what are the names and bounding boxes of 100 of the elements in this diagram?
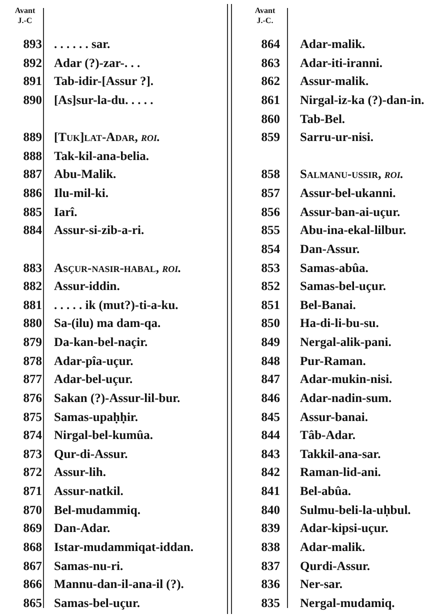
year-number: 846 <box>260 390 280 406</box>
year-number: 859 <box>260 129 280 146</box>
eponym-name: Assur-si-zib-a-ri. <box>54 222 144 238</box>
year-number: 837 <box>260 558 280 574</box>
year-number: 874 <box>22 427 42 444</box>
eponym-name: Samas-abûa. <box>300 260 368 276</box>
year-number: 855 <box>260 222 280 238</box>
year-number: 868 <box>22 539 42 555</box>
eponym-name: Tak-kil-ana-belia. <box>54 148 150 164</box>
year-number: 870 <box>22 502 42 518</box>
column-header: Avant J.-C <box>14 6 36 26</box>
year-number: 877 <box>22 371 42 388</box>
eponym-name: Samas-bel-uçur. <box>300 278 386 294</box>
year-number: 852 <box>260 278 280 294</box>
year-number: 863 <box>260 54 280 71</box>
year-number: 886 <box>22 185 42 202</box>
eponym-name: Bel-mudammiq. <box>54 502 140 518</box>
eponym-name: Nergal-mudamiq. <box>300 594 395 611</box>
year-number: 866 <box>22 576 42 592</box>
year-number: 856 <box>260 204 280 220</box>
year-number: 890 <box>22 92 42 108</box>
year-number: 838 <box>260 539 280 555</box>
year-number: 891 <box>22 73 42 90</box>
year-number: 893 <box>22 36 42 52</box>
year-number: 869 <box>22 520 42 536</box>
eponym-name: Ner-sar. <box>300 576 342 592</box>
eponym-name: Tab-Bel. <box>300 110 346 127</box>
eponym-name: . . . . . . sar. <box>54 36 110 52</box>
eponym-name: Adar-iti-iranni. <box>300 54 383 71</box>
year-number: 835 <box>260 594 280 611</box>
year-number: 843 <box>260 446 280 462</box>
king-name: Salmanu-ussir, roi. <box>300 166 404 182</box>
year-number: 882 <box>22 278 42 294</box>
eponym-name: Raman-lid-ani. <box>300 464 381 480</box>
eponym-name: Bel-abûa. <box>300 483 352 500</box>
eponym-name: Abu-Malik. <box>54 166 116 182</box>
eponym-name: Adar-bel-uçur. <box>54 371 133 388</box>
year-number: 885 <box>22 204 42 220</box>
year-number: 842 <box>260 464 280 480</box>
eponym-name: Sulmu-beli-la-uḥbul. <box>300 502 411 518</box>
year-number: 839 <box>260 520 280 536</box>
eponym-name: Tab-idir-[Assur ?]. <box>54 73 154 90</box>
year-number: 889 <box>22 129 42 146</box>
eponym-name: Takkil-ana-sar. <box>300 446 381 462</box>
eponym-name: Samas-nu-ri. <box>54 558 124 574</box>
year-number: 883 <box>22 260 42 276</box>
year-number: 854 <box>260 240 280 257</box>
year-number: 876 <box>22 390 42 406</box>
eponym-name: Sa-(ilu) ma dam-qa. <box>54 315 161 332</box>
year-number: 858 <box>260 166 280 182</box>
eponym-name: Assur-banai. <box>300 408 368 425</box>
year-number: 888 <box>22 148 42 164</box>
year-number: 875 <box>22 408 42 425</box>
eponym-name: Qurdi-Assur. <box>300 558 370 574</box>
year-number: 849 <box>260 334 280 350</box>
king-name: [Tuk]lat-Adar, roi. <box>54 129 160 146</box>
year-number: 873 <box>22 446 42 462</box>
eponym-name: Adar-nadin-sum. <box>300 390 392 406</box>
year-number: 841 <box>260 483 280 500</box>
eponym-name: [As]sur-la-du. . . . . <box>54 92 154 108</box>
eponym-name: Ilu-mil-ki. <box>54 185 109 202</box>
year-number: 847 <box>260 371 280 388</box>
year-number: 844 <box>260 427 280 444</box>
eponym-name: Nergal-alik-pani. <box>300 334 392 350</box>
year-number: 840 <box>260 502 280 518</box>
year-number: 887 <box>22 166 42 182</box>
eponym-name: Samas-bel-uçur. <box>54 594 140 611</box>
eponym-name: Assur-iddin. <box>54 278 120 294</box>
eponym-name: Adar-mukin-nisi. <box>300 371 392 388</box>
eponym-name: Assur-bel-ukanni. <box>300 185 396 202</box>
eponym-name: Qur-di-Assur. <box>54 446 128 462</box>
year-number: 878 <box>22 352 42 369</box>
year-number: 892 <box>22 54 42 71</box>
eponym-name: Mannu-dan-il-ana-il (?). <box>54 576 184 592</box>
year-number: 848 <box>260 352 280 369</box>
year-number: 871 <box>22 483 42 500</box>
year-number: 881 <box>22 296 42 313</box>
eponym-name: Adar-malik. <box>300 539 366 555</box>
eponym-name: Abu-ina-ekal-lilbur. <box>300 222 406 238</box>
year-number: 845 <box>260 408 280 425</box>
eponym-name: Da-kan-bel-naçir. <box>54 334 148 350</box>
eponym-name: Adar-malik. <box>300 36 366 52</box>
eponym-name: Dan-Adar. <box>54 520 110 536</box>
year-number: 857 <box>260 185 280 202</box>
king-name: Asçur-nasir-habal, roi. <box>54 260 182 276</box>
eponym-name: Adar-pîa-uçur. <box>54 352 134 369</box>
year-number: 862 <box>260 73 280 90</box>
column-header: Avant J.-C. <box>254 6 276 26</box>
year-number: 851 <box>260 296 280 313</box>
eponym-name: Sarru-ur-nisi. <box>300 129 374 146</box>
eponym-name: Dan-Assur. <box>300 240 360 257</box>
eponym-name: Assur-ban-ai-uçur. <box>300 204 400 220</box>
year-number: 864 <box>260 36 280 52</box>
eponym-name: . . . . . ik (mut?)-ti-a-ku. <box>54 296 178 313</box>
year-number: 884 <box>22 222 42 238</box>
year-number: 861 <box>260 92 280 108</box>
eponym-name: Iarî. <box>54 204 78 220</box>
eponym-name: Samas-upaḥḥir. <box>54 408 138 425</box>
eponym-name: Bel-Banai. <box>300 296 356 313</box>
eponym-name: Sakan (?)-Assur-lil-bur. <box>54 390 180 406</box>
